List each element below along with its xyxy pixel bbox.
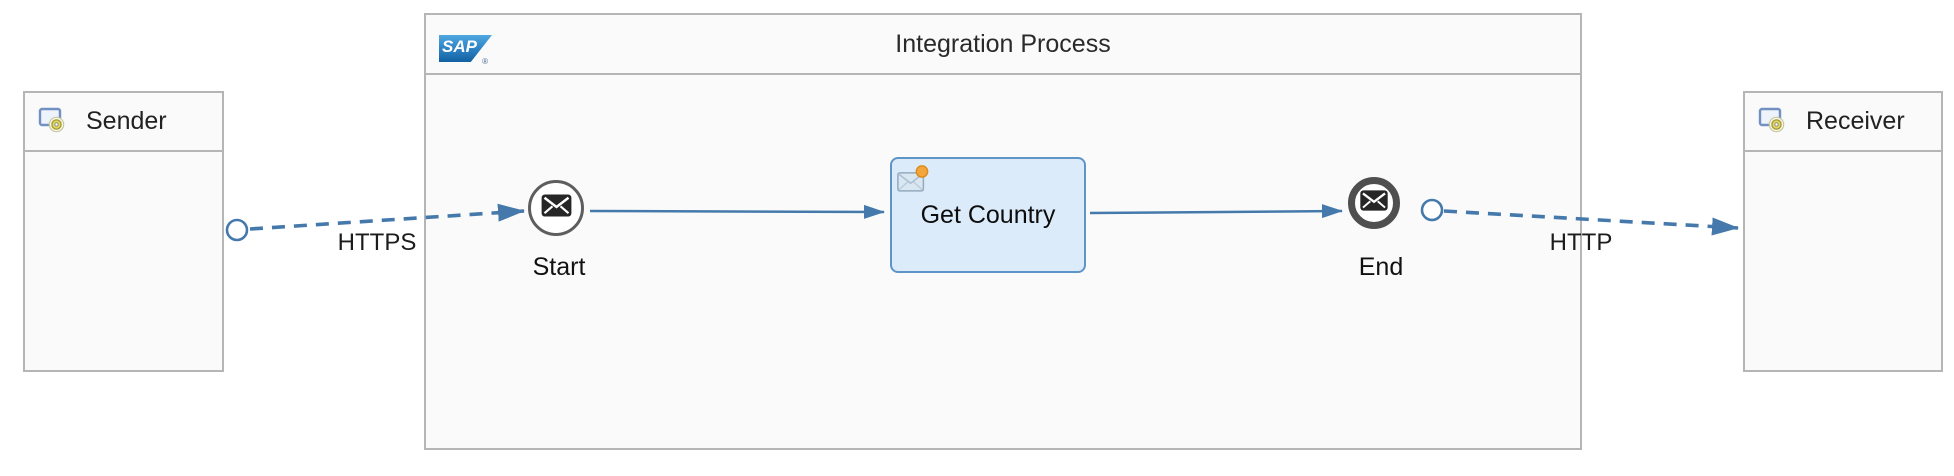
receiver-header: Receiver — [1745, 93, 1941, 152]
sap-logo-text: SAP — [442, 37, 477, 56]
start-event-label: Start — [532, 253, 586, 281]
computer-system-icon — [37, 105, 65, 138]
sap-logo-trademark: ® — [482, 57, 488, 66]
computer-system-icon — [1757, 105, 1785, 138]
envelope-sun-icon — [896, 164, 930, 200]
message-envelope-icon — [540, 193, 573, 223]
process-title: Integration Process — [895, 29, 1111, 58]
sender-participant[interactable]: Sender — [23, 91, 224, 372]
sap-logo: SAP ® — [439, 35, 492, 66]
https-flow-label: HTTPS — [337, 229, 417, 256]
sender-header: Sender — [25, 93, 222, 152]
get-country-step[interactable]: Get Country — [890, 157, 1086, 273]
start-event[interactable] — [528, 180, 584, 236]
http-flow-label: HTTP — [1549, 229, 1613, 256]
integration-process-container[interactable]: SAP ® Integration Process Start — [424, 13, 1582, 450]
process-header: SAP ® Integration Process — [426, 15, 1580, 75]
receiver-label: Receiver — [1806, 107, 1905, 135]
end-event-label: End — [1358, 253, 1404, 281]
receiver-participant[interactable]: Receiver — [1743, 91, 1943, 372]
sender-label: Sender — [86, 107, 167, 135]
get-country-label: Get Country — [920, 200, 1056, 229]
message-envelope-icon — [1359, 189, 1389, 217]
end-event[interactable] — [1348, 177, 1400, 229]
sender-output-port[interactable] — [225, 218, 249, 242]
